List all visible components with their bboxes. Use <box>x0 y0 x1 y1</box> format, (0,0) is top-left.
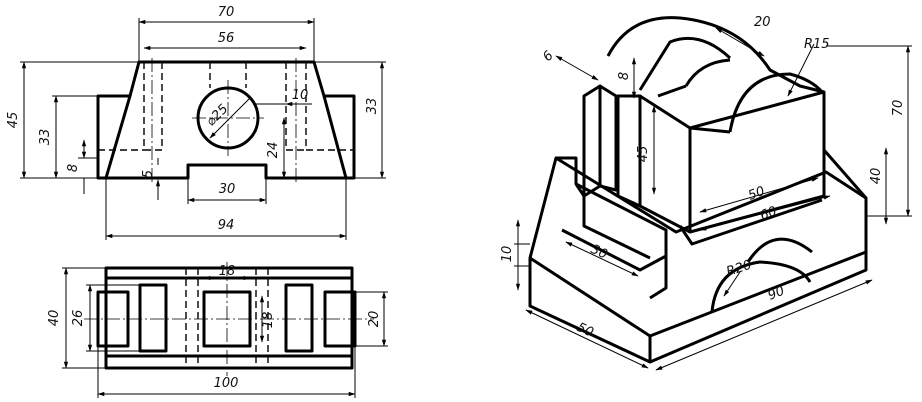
dim-width: 94 <box>218 218 235 233</box>
dim-lug-width: 20 <box>367 311 382 328</box>
dim-iso-slot-30: 30 <box>588 242 609 263</box>
front-view-outline <box>96 60 356 180</box>
iso-main-block <box>689 90 826 234</box>
dim-iso-len-60: 60 <box>758 204 779 224</box>
top-view-outline <box>104 266 354 370</box>
dim-iso-wall: 6 <box>540 48 556 64</box>
dim-slot-width: 30 <box>219 182 236 197</box>
dim-total-height: 45 <box>6 112 21 129</box>
dim-top-outer: 70 <box>218 5 235 20</box>
dim-base-thk: 8 <box>66 164 81 172</box>
dim-hole-offset: 10 <box>292 88 309 103</box>
dim-slot-depth: 5 <box>141 170 156 178</box>
dim-iso-depth-50: 50 <box>574 320 595 341</box>
dim-iso-height-70: 70 <box>891 100 906 117</box>
dim-top-depth: 40 <box>47 310 62 327</box>
dim-iso-radius-arch: R20 <box>725 258 754 280</box>
iso-boss <box>606 16 825 94</box>
dim-iso-radius-top: R15 <box>804 37 830 52</box>
dim-slot-height: 24 <box>266 142 281 159</box>
dim-iso-small: 8 <box>617 72 632 80</box>
dim-iso-height-45: 45 <box>636 146 651 163</box>
front-left-taper <box>104 95 132 179</box>
dim-iso-height-40: 40 <box>869 168 884 185</box>
dim-top-slot-depth: 18 <box>261 312 276 329</box>
dim-length: 100 <box>214 376 239 391</box>
dim-right-height: 33 <box>365 98 380 115</box>
dim-iso-boss-width: 20 <box>754 15 771 30</box>
dim-top-slot-width: 18 <box>219 264 236 279</box>
dim-iso-base-10: 10 <box>500 246 515 263</box>
top-view: 18 18 40 26 20 100 <box>47 262 388 398</box>
dim-top-inner: 56 <box>218 31 235 46</box>
front-view: 70 56 45 33 8 33 10 24 5 <box>6 5 386 240</box>
dim-iso-len-50: 50 <box>746 184 767 204</box>
dim-side-height: 33 <box>38 129 53 146</box>
front-right-taper <box>322 95 348 179</box>
isometric-view: 20 R15 6 8 45 70 40 50 60 30 10 R20 90 5… <box>500 15 912 371</box>
dim-hole-dia: ⌀25 <box>204 102 232 130</box>
dim-top-inner-depth: 26 <box>71 310 86 327</box>
dim-iso-len-90: 90 <box>766 284 787 304</box>
